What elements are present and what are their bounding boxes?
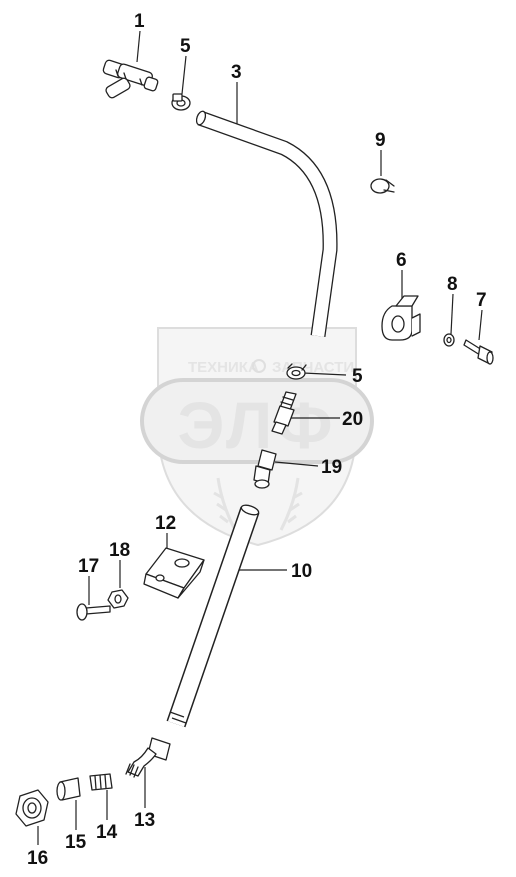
part-19-fitting — [253, 449, 277, 489]
part-17-bolt — [76, 603, 111, 621]
watermark-gear-icon — [252, 359, 266, 373]
leader-5b — [302, 372, 347, 376]
part-9-wire-clamp — [370, 178, 395, 194]
watermark: ТЕХНИКА ЗАПЧАСТИ ЭЛФ — [140, 327, 374, 547]
part-5-hose-clamp-top — [171, 93, 191, 111]
part-15-sleeve — [56, 777, 81, 801]
part-8-washer — [443, 333, 455, 347]
callout-3: 3 — [231, 62, 242, 83]
callout-18: 18 — [109, 540, 130, 561]
part-13-elbow-fitting — [125, 737, 171, 778]
callout-10: 10 — [291, 561, 312, 582]
watermark-logo-text: ЭЛФ — [177, 388, 336, 462]
callout-6: 6 — [396, 250, 407, 271]
watermark-band — [140, 378, 374, 464]
callout-17: 17 — [78, 556, 99, 577]
part-6-bracket — [381, 295, 421, 341]
callout-7: 7 — [476, 290, 487, 311]
leader-1 — [136, 30, 141, 63]
watermark-top-text: ТЕХНИКА — [188, 359, 259, 376]
callout-20: 20 — [342, 409, 363, 430]
part-18-nut — [107, 589, 129, 609]
callout-labels: 1 5 3 9 6 8 7 5 20 19 10 12 18 17 13 14 … — [27, 11, 487, 869]
callout-9: 9 — [375, 130, 386, 151]
callout-5-top: 5 — [180, 36, 191, 57]
part-1-tee-connector — [102, 59, 159, 99]
leader-8 — [450, 293, 454, 335]
part-5-hose-clamp-lower — [286, 363, 307, 380]
callout-1: 1 — [134, 11, 145, 32]
callout-8: 8 — [447, 274, 458, 295]
callout-19: 19 — [321, 457, 342, 478]
callout-13: 13 — [134, 810, 155, 831]
part-3-curved-hose — [195, 110, 338, 338]
leader-19 — [274, 461, 319, 467]
part-7-bolt — [463, 339, 494, 365]
watermark-wheat-icon — [213, 477, 303, 531]
leader-7 — [478, 309, 483, 341]
callout-12: 12 — [155, 513, 176, 534]
part-20-barbed-fitting — [271, 391, 297, 435]
callout-16: 16 — [27, 848, 48, 869]
callout-15: 15 — [65, 832, 87, 853]
part-12-block — [143, 547, 205, 599]
leader-5a — [181, 55, 187, 95]
part-14-small-fitting — [89, 773, 113, 791]
part-10-long-hose — [166, 504, 260, 728]
callout-5-lower: 5 — [352, 366, 363, 387]
part-16-nut — [15, 789, 49, 827]
callout-14: 14 — [96, 822, 118, 843]
